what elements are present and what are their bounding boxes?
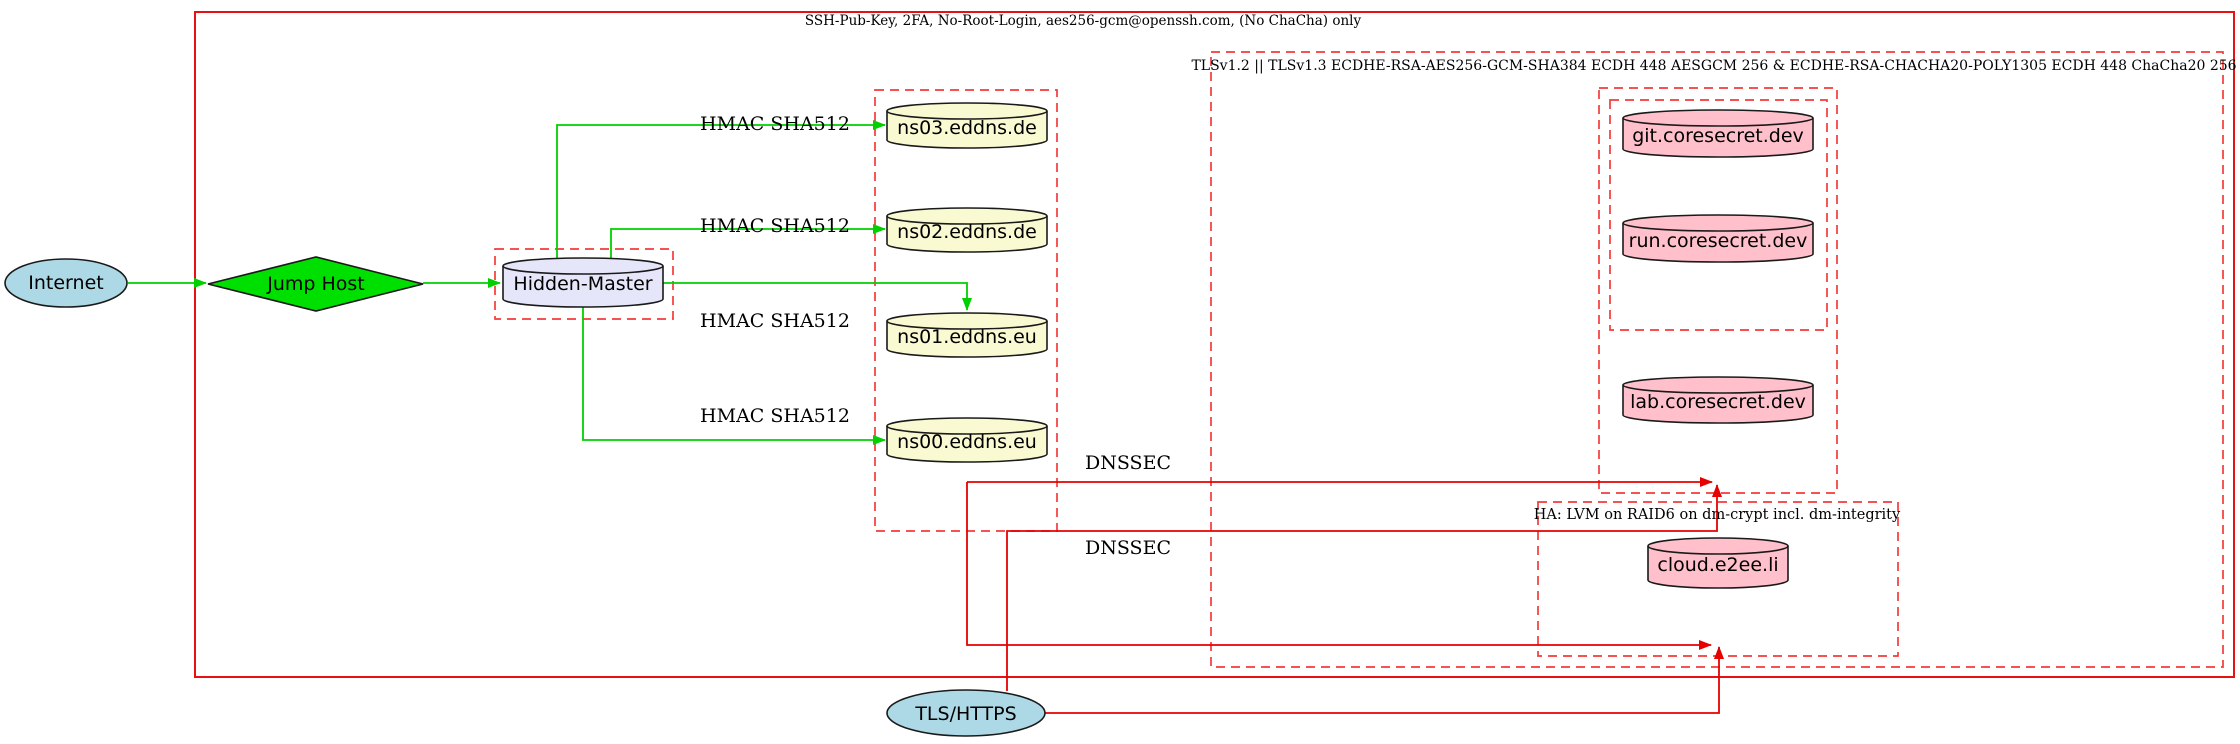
node-label-ns01: ns01.eddns.eu [897, 326, 1037, 348]
edge-label-dnssec-ha: DNSSEC [1085, 537, 1171, 559]
node-shape-lab [1622, 376, 1814, 424]
edge-hiddenmaster-to-ns03 [556, 120, 886, 261]
node-label-tls-https: TLS/HTTPS [915, 703, 1017, 725]
node-shape-ns01 [886, 312, 1048, 358]
node-shape-run [1622, 214, 1814, 263]
node-shape-jump-host [207, 256, 424, 312]
node-label-ns03: ns03.eddns.de [897, 117, 1037, 139]
cluster-label-tls-policy: TLSv1.2 || TLSv1.3 ECDHE-RSA-AES256-GCM-… [1191, 58, 2237, 74]
edge-tlshttps-to-services-cluster [1006, 484, 1722, 691]
node-label-ns02: ns02.eddns.de [897, 221, 1037, 243]
cluster-box-tls-policy [1210, 51, 2224, 668]
cluster-label-ha-storage: HA: LVM on RAID6 on dm-crypt incl. dm-in… [1533, 507, 1901, 523]
node-label-lab: lab.coresecret.dev [1630, 391, 1806, 413]
node-shape-hidden-master [502, 257, 664, 308]
edge-hiddenmaster-to-ns00 [582, 305, 886, 445]
node-label-git: git.coresecret.dev [1632, 125, 1804, 147]
node-shape-ns00 [886, 417, 1048, 463]
node-shape-ns03 [886, 102, 1048, 149]
node-label-ns00: ns00.eddns.eu [897, 431, 1037, 453]
edge-label-hmac-ns03: HMAC SHA512 [700, 113, 850, 135]
edge-hiddenmaster-to-ns01 [663, 282, 972, 311]
edge-dnssec-to-ha-cluster [966, 482, 1712, 650]
node-shape-git [1622, 109, 1814, 158]
cluster-box-git-run [1609, 99, 1828, 331]
cluster-label-ssh-policy: SSH-Pub-Key, 2FA, No-Root-Login, aes256-… [804, 13, 1362, 29]
node-label-cloud: cloud.e2ee.li [1657, 554, 1779, 576]
node-label-run: run.coresecret.dev [1628, 230, 1808, 252]
edge-label-hmac-ns01: HMAC SHA512 [700, 310, 850, 332]
node-shape-ns02 [886, 207, 1048, 253]
edge-hiddenmaster-to-ns02 [610, 224, 886, 261]
node-label-hidden-master: Hidden-Master [513, 273, 653, 295]
node-shape-internet [4, 258, 128, 308]
cluster-box-hidden-master [494, 248, 674, 320]
cluster-box-services-column [1598, 87, 1838, 494]
node-shape-cloud [1647, 537, 1789, 589]
node-shape-tls-https [886, 689, 1046, 737]
cluster-box-ssh-policy [194, 11, 2235, 678]
node-label-jump-host: Jump Host [267, 273, 365, 295]
edge-label-hmac-ns02: HMAC SHA512 [700, 215, 850, 237]
edge-tlshttps-to-ha-cluster [1045, 646, 1724, 714]
edge-label-hmac-ns00: HMAC SHA512 [700, 405, 850, 427]
cluster-box-nameservers [874, 89, 1058, 532]
node-label-internet: Internet [28, 272, 104, 294]
edge-label-dnssec-services: DNSSEC [1085, 452, 1171, 474]
